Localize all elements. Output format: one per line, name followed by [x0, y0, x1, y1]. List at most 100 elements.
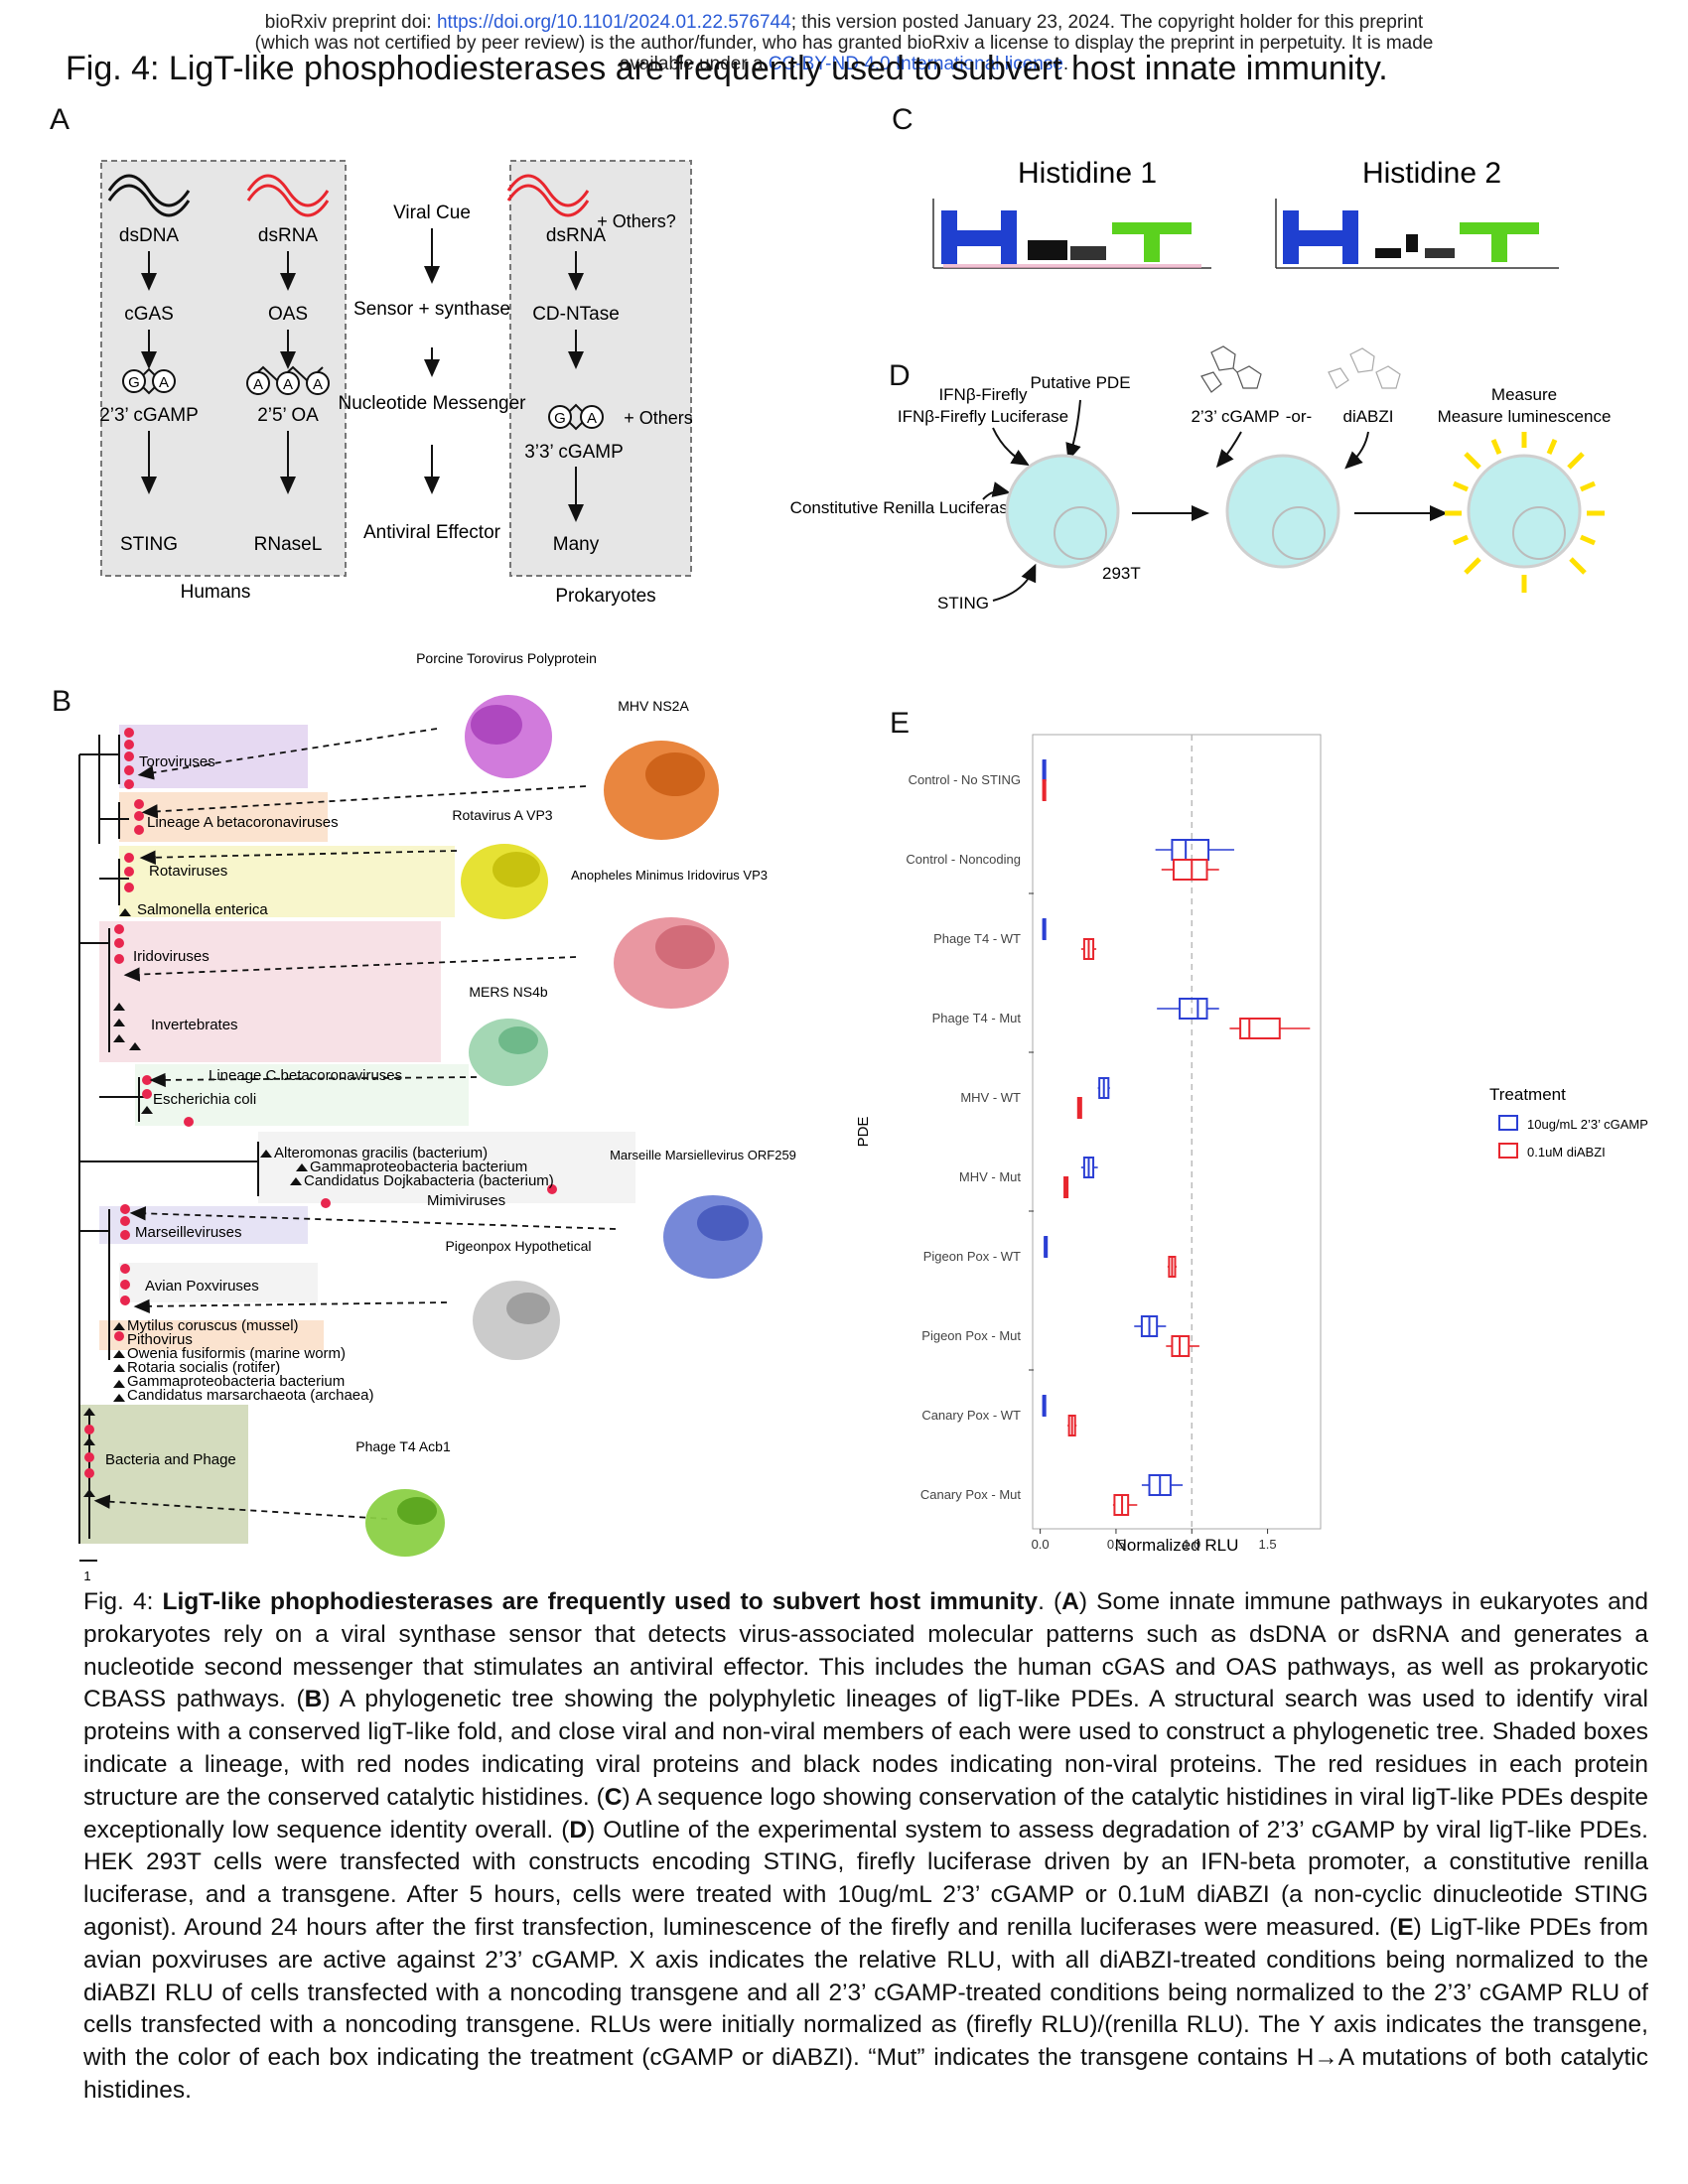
y-category-label: MHV - WT — [960, 1090, 1021, 1105]
nonviral-nodes — [83, 908, 308, 1497]
y-axis-title: PDE — [855, 1117, 872, 1148]
luminescence-rays-icon — [1445, 432, 1605, 593]
box-iqr — [1172, 859, 1208, 881]
clade-marsarchaeota: Candidatus marsarchaeota (archaea) — [127, 1387, 373, 1404]
y-category-label: Pigeon Pox - WT — [923, 1249, 1021, 1264]
y-category-label: Control - Noncoding — [906, 852, 1021, 867]
svg-text:G: G — [554, 410, 566, 427]
box-iqr — [1171, 839, 1210, 861]
a-prok-dsrna: dsRNA — [546, 225, 607, 246]
cell-1 — [1005, 454, 1120, 569]
panel-a-diagram: dsDNA cGAS G A 2’3’ cGAMP STING dsRNA OA… — [99, 160, 693, 607]
d-ifnb-label: IFNβ-Firefly Luciferase — [898, 407, 1068, 426]
legend-swatch-cgamp — [1498, 1115, 1518, 1131]
dsrna-wave-icon — [246, 174, 330, 207]
svg-text:A: A — [283, 376, 293, 393]
clade-box-mussel — [99, 1320, 324, 1350]
x-tick-label: 0.5 — [1107, 1537, 1125, 1552]
y-category-label: Canary Pox - Mut — [920, 1487, 1022, 1502]
a-nucleotide-messenger: Nucleotide Messenger — [338, 393, 526, 414]
structure-pigeonpox: Pigeonpox Hypothetical — [445, 1238, 592, 1360]
x-tick-label: 1.5 — [1259, 1537, 1277, 1552]
d-pde-label: Putative PDE — [1030, 373, 1130, 392]
box-iqr — [1239, 1018, 1281, 1039]
clade-box-lineage-c — [135, 1064, 469, 1126]
figure-caption: Fig. 4: LigT-like phophodiesterases are … — [83, 1588, 1648, 2104]
structure-marseille-orf259: Marseille Marsiellevirus ORF259 — [610, 1148, 796, 1279]
a-prokaryotes-label: Prokaryotes — [555, 586, 655, 607]
structure-rotavirus-vp3: Rotavirus A VP3 — [452, 807, 553, 919]
legend-entry-diabzi: 0.1uM diABZI — [1527, 1145, 1606, 1160]
structure-mhv-ns2a: MHV NS2A — [604, 698, 719, 840]
d-diabzi-label: diABZI — [1342, 407, 1393, 426]
structure-arrows — [93, 728, 617, 1520]
clade-lineage-c: Lineage C betacoronaviruses — [209, 1067, 402, 1084]
d-ifnb-line1: IFNβ-Firefly — [938, 385, 1028, 404]
logo2-title: Histidine 2 — [1362, 157, 1501, 190]
y-category-label: MHV - Mut — [959, 1169, 1022, 1184]
header-line1-post: ; this version posted January 23, 2024. … — [790, 12, 1424, 33]
plot-area — [1032, 734, 1322, 1530]
clade-marseilleviruses: Marseilleviruses — [135, 1224, 242, 1241]
panel-b-tree: Toroviruses Lineage A betacoronaviruses … — [78, 650, 796, 1583]
clade-dojkabacteria: Candidatus Dojkabacteria (bacterium) — [304, 1172, 554, 1189]
a-others-q: + Others? — [597, 211, 676, 231]
structure-porcine-torovirus: Porcine Torovirus Polyprotein — [416, 650, 597, 778]
clade-iridoviruses: Iridoviruses — [133, 948, 210, 965]
d-renilla-label: Constitutive Renilla Luciferase — [790, 498, 1018, 517]
legend-title: Treatment — [1489, 1085, 1566, 1104]
clade-box-rotaviruses — [119, 846, 455, 917]
svg-text:A: A — [313, 376, 323, 393]
d-measure-label1: Measure — [1491, 385, 1557, 404]
d-measure-label: Measure luminescence — [1438, 407, 1612, 426]
svg-text:Porcine Torovirus Polyprotein: Porcine Torovirus Polyprotein — [416, 650, 597, 666]
a-sting: STING — [120, 534, 178, 555]
clade-gammaproteo-1: Gammaproteobacteria bacterium — [310, 1159, 527, 1175]
panel-d-diagram: IFNβ-Firefly IFNβ-Firefly Luciferase Put… — [790, 345, 1612, 613]
clade-pithovirus: Pithovirus — [127, 1331, 193, 1348]
svg-text:Anopheles Minimus Iridovirus V: Anopheles Minimus Iridovirus VP3 — [571, 868, 768, 883]
box-iqr — [1179, 998, 1208, 1020]
a-humans-label: Humans — [181, 582, 251, 603]
legend-swatch-diabzi — [1498, 1143, 1518, 1159]
panel-c-logos: Histidine 1 Histidine 2 — [932, 157, 1559, 269]
a-dsdna: dsDNA — [119, 225, 180, 246]
panel-e-letter: E — [890, 707, 911, 740]
caption-bold-title: LigT-like phophodiesterases are frequent… — [162, 1588, 1039, 1615]
dsdna-wave-icon — [107, 174, 191, 207]
cell-2 — [1225, 454, 1340, 569]
a-33cgamp: 3’3’ cGAMP — [524, 442, 624, 463]
figure-title: Fig. 4: LigT-like phosphodiesterases are… — [66, 50, 1388, 87]
d-cgamp-label: 2’3’ cGAMP — [1191, 407, 1279, 426]
legend-entry-cgamp: 10ug/mL 2’3’ cGAMP — [1527, 1117, 1648, 1132]
a-dsrna: dsRNA — [258, 225, 319, 246]
svg-text:Phage T4 Acb1: Phage T4 Acb1 — [355, 1438, 451, 1454]
viral-nodes — [84, 728, 557, 1478]
panel-b-letter: B — [52, 685, 72, 718]
structure-phage-t4-acb1: Phage T4 Acb1 — [355, 1438, 451, 1557]
clade-alteromonas: Alteromonas gracilis (bacterium) — [274, 1145, 488, 1161]
a-23cgamp: 2’3’ cGAMP — [99, 405, 199, 426]
diabzi-molecule-icon — [1328, 347, 1401, 389]
clade-mytilus: Mytilus coruscus (mussel) — [127, 1317, 299, 1334]
clade-mimiviruses: Mimiviruses — [427, 1192, 505, 1209]
a-cgas: cGAS — [124, 304, 174, 325]
y-category-label: Pigeon Pox - Mut — [921, 1328, 1021, 1343]
y-category-label: Phage T4 - Mut — [932, 1011, 1022, 1025]
a-others: + Others — [624, 408, 693, 428]
clade-invertebrates: Invertebrates — [151, 1017, 238, 1033]
license-link[interactable]: CC-BY-ND 4.0 International license — [768, 54, 1063, 74]
x-tick-label: 1.0 — [1183, 1537, 1200, 1552]
x-tick-label: 0.0 — [1032, 1537, 1050, 1552]
a-many: Many — [553, 534, 600, 555]
clade-avian-poxviruses: Avian Poxviruses — [145, 1278, 259, 1295]
structure-mers-ns4b: MERS NS4b — [469, 984, 548, 1086]
a-oas: OAS — [268, 304, 308, 325]
logo1-title: Histidine 1 — [1018, 157, 1157, 190]
header-line3-pre: available under a — [619, 54, 764, 74]
a-25oa: 2’5’ OA — [257, 405, 319, 426]
header-line1-pre: bioRxiv preprint doi: — [264, 12, 437, 33]
doi-link[interactable]: https://doi.org/10.1101/2024.01.22.57674… — [436, 12, 791, 33]
clade-ecoli: Escherichia coli — [153, 1091, 256, 1108]
